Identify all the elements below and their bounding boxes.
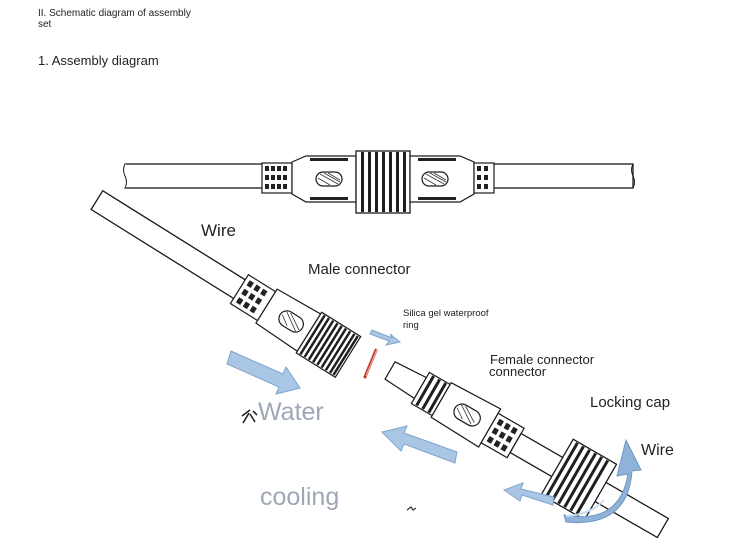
male-connector-exploded [90, 189, 362, 379]
section-heading: II. Schematic diagram of assembly [38, 8, 191, 19]
male-connector-label: Male connector [308, 261, 411, 278]
water-flow-arrow-left [226, 350, 301, 395]
water-flow-arrow-bottom [502, 482, 555, 506]
section-heading-continuation: set [38, 19, 52, 30]
female-connector-exploded [384, 361, 670, 539]
subsection-title: 1. Assembly diagram [38, 53, 159, 68]
silica-ring-label-continuation: ring [403, 320, 419, 331]
cooling-label: cooling [260, 483, 340, 511]
female-connector-label: Female connector [490, 352, 595, 367]
wire-label-top: Wire [201, 221, 236, 240]
silica-ring-label: Silica gel waterproof [403, 308, 489, 319]
ring-pointer-arrow [369, 329, 402, 346]
water-flow-arrow-middle [381, 425, 458, 464]
wire-label-bottom: Wire [641, 442, 674, 459]
assembled-connector [123, 150, 635, 214]
female-connector-label-continuation: connector [489, 364, 547, 379]
water-label: Water [258, 398, 324, 426]
stray-mark [406, 506, 417, 511]
water-mark-glyph [241, 409, 258, 424]
rotation-arrow [563, 438, 642, 524]
locking-cap-label: Locking cap [590, 394, 671, 411]
silica-ring [363, 348, 378, 379]
